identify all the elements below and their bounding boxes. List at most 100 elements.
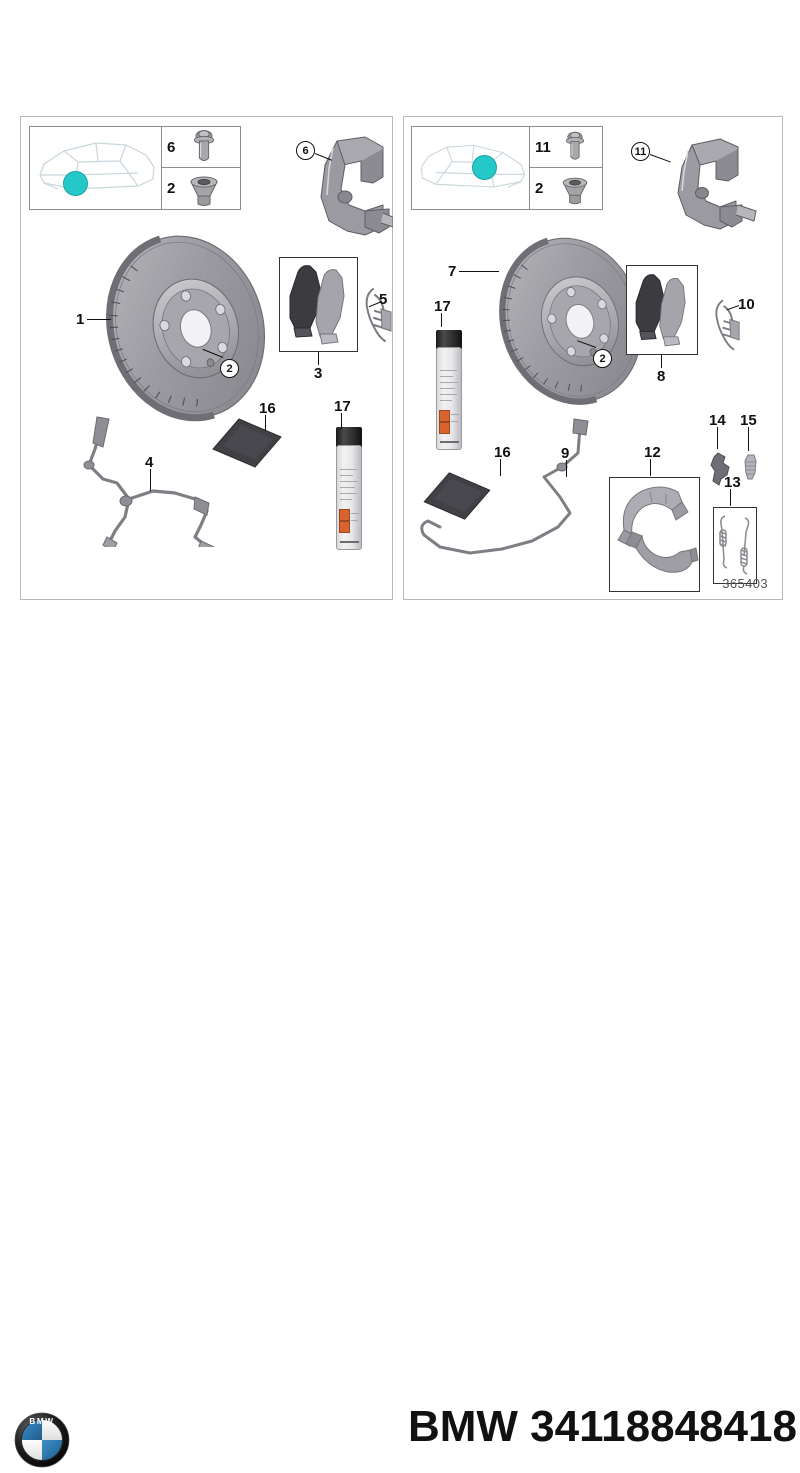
callout-17-label: 17 xyxy=(334,398,351,415)
spring-kit-icon xyxy=(719,515,750,575)
callout-13-leader xyxy=(730,489,732,506)
callout-16-leader xyxy=(265,415,267,431)
bmw-roundel-icon: BMW xyxy=(14,1412,70,1468)
brake-pad-set-icon xyxy=(635,274,686,347)
parking-brake-expander-lever xyxy=(709,451,733,492)
spray-can-cap xyxy=(436,330,462,349)
callout-16-label: 16 xyxy=(494,444,511,461)
wear-sensor-wire-icon xyxy=(420,418,589,555)
callout-9-leader xyxy=(566,460,568,477)
countersunk-set-screw-icon xyxy=(190,176,218,206)
spray-can-hazard-label xyxy=(439,422,450,434)
fastener-legend-number: 2 xyxy=(535,180,544,197)
spray-can-text-line xyxy=(351,520,358,521)
spray-can-text-line xyxy=(451,414,459,415)
spray-can-text-line xyxy=(340,469,357,470)
front-brake-assembly-panel: 6 2 xyxy=(20,116,395,600)
callout-9-label: 9 xyxy=(561,445,570,462)
spray-can-text-line xyxy=(451,421,458,422)
callout-4-leader xyxy=(150,469,152,491)
callout-17-leader xyxy=(441,313,443,327)
parking-brake-spring-kit-box xyxy=(713,507,757,584)
callout-14-leader xyxy=(717,427,719,449)
anti-squeal-shim-sheet xyxy=(421,469,493,528)
callout-5-label: 5 xyxy=(379,291,388,308)
svg-text:BMW: BMW xyxy=(29,1417,54,1426)
callout-1-label: 1 xyxy=(76,311,85,328)
front-brake-pad-wear-sensor xyxy=(67,407,247,556)
front-brake-pad-set-box xyxy=(279,257,358,352)
fastener-legend-number: 6 xyxy=(167,138,176,156)
callout-4-label: 4 xyxy=(145,454,154,471)
callout-2-circle: 2 xyxy=(593,349,612,368)
rear-brake-pad-wear-sensor xyxy=(412,415,602,570)
callout-17-leader xyxy=(341,413,343,429)
fastener-legend-row-2: 2 xyxy=(162,168,240,209)
callout-10-label: 10 xyxy=(738,296,755,313)
callout-1-leader xyxy=(87,319,111,321)
spray-can-text-line xyxy=(351,513,359,514)
callout-14-label: 14 xyxy=(709,412,726,429)
spray-can-brand-line xyxy=(440,441,459,443)
rear-axle-car-illustration xyxy=(412,127,530,209)
caliper-bracket-icon xyxy=(320,136,394,236)
part-number-title: BMW 34118848418 xyxy=(408,1402,797,1451)
hex-flange-bolt-icon xyxy=(193,130,215,161)
rear-fastener-legend: 11 2 xyxy=(530,127,602,209)
callout-3-label: 3 xyxy=(314,365,323,382)
fastener-legend-row-11: 11 xyxy=(530,127,602,168)
spray-can-body xyxy=(336,445,362,550)
spray-can-hazard-label xyxy=(339,521,350,533)
spray-can-text-line xyxy=(340,493,357,494)
caliper-bracket-icon xyxy=(677,138,757,230)
callout-12-leader xyxy=(650,459,652,476)
brake-shoe-set-icon xyxy=(617,486,699,573)
footer-bar: BMW BMW 34118848418 xyxy=(0,690,800,1468)
callout-3-leader xyxy=(318,352,320,365)
spring-clip-icon xyxy=(365,288,392,342)
front-wheel-highlight-marker xyxy=(63,171,88,196)
spray-can-text-line xyxy=(440,376,453,377)
callout-11-circle: 11 xyxy=(631,142,650,161)
parts-diagram: 6 2 xyxy=(0,0,800,690)
spray-can-text-line xyxy=(440,370,457,371)
callout-13-label: 13 xyxy=(724,474,741,491)
anti-squeal-shim-sheet xyxy=(211,415,283,476)
fastener-legend-row-6: 6 xyxy=(162,127,240,168)
car-outline-icon xyxy=(420,144,526,188)
callout-2-circle: 2 xyxy=(220,359,239,378)
front-brake-disc-ventilated xyxy=(87,227,287,432)
brake-pad-set-icon xyxy=(289,265,345,345)
rear-wheel-highlight-marker xyxy=(472,155,497,180)
callout-15-label: 15 xyxy=(740,412,757,429)
callout-6-circle: 6 xyxy=(296,141,315,160)
car-outline-icon xyxy=(39,142,155,190)
callout-16-leader xyxy=(500,459,502,476)
spray-can-text-line xyxy=(340,499,352,500)
callout-8-label: 8 xyxy=(657,368,666,385)
front-axle-car-illustration xyxy=(30,127,162,209)
parking-brake-adjuster xyxy=(742,453,760,488)
brake-adjuster-icon xyxy=(744,454,757,480)
rear-brake-pad-set-box xyxy=(626,265,698,355)
callout-7-label: 7 xyxy=(448,263,457,280)
shim-sheet-icon xyxy=(423,472,491,520)
spray-can-text-line xyxy=(440,388,455,389)
callout-17-label: 17 xyxy=(434,298,451,315)
callout-7-leader xyxy=(459,271,499,273)
rear-brake-assembly-panel: 11 2 xyxy=(403,116,783,600)
fastener-legend-number: 2 xyxy=(167,180,176,197)
callout-16-label: 16 xyxy=(259,400,276,417)
spray-can-text-line xyxy=(440,394,457,395)
front-caliper-carrier-bracket xyxy=(303,135,394,245)
callout-12-label: 12 xyxy=(644,444,661,461)
front-fastener-legend: 6 2 xyxy=(162,127,240,209)
countersunk-set-screw-icon xyxy=(562,177,588,204)
parking-brake-shoe-set-box xyxy=(609,477,700,592)
spray-can-hazard-label xyxy=(339,509,350,521)
bmw-roundel-logo: BMW xyxy=(14,1412,70,1473)
fastener-legend-number: 11 xyxy=(535,138,551,156)
brake-disc-icon xyxy=(106,235,266,422)
rear-axle-inset-box: 11 2 xyxy=(411,126,603,210)
pad-retaining-spring-clip xyxy=(361,285,395,350)
